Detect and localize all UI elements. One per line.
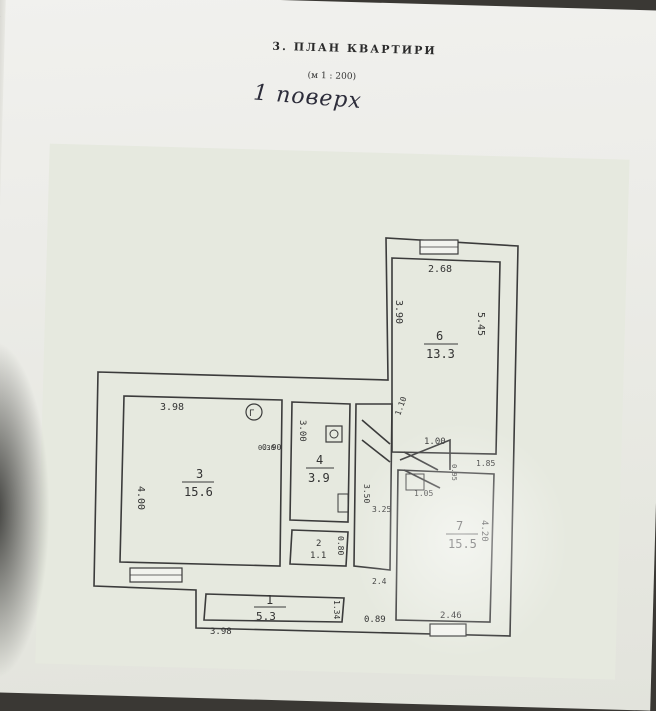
dim-089: 0.89 — [364, 615, 386, 625]
room-number-6: 6 — [436, 329, 443, 343]
dim-095: 0.95 — [450, 464, 458, 481]
stair-lines — [361, 419, 441, 489]
window-lines — [130, 246, 458, 576]
dim-398-top: 3.98 — [160, 402, 184, 413]
dim-400-left: 4.00 — [135, 486, 146, 510]
finger-shadow — [0, 340, 50, 680]
heater-icon — [405, 473, 425, 491]
dim-325: 3.25 — [372, 505, 391, 514]
room-area-7: 15.5 — [448, 537, 477, 551]
room7-wall — [395, 469, 495, 623]
dim-105: 1.05 — [414, 489, 433, 498]
dim-390: 3.90 — [393, 300, 404, 324]
room-area-2: 1.1 — [310, 551, 326, 561]
room-labels: 3 15.6 4 3.9 6 13.3 7 15.5 1 5.3 2 1.1 — [182, 329, 478, 623]
fixture-icon — [337, 493, 349, 513]
window-bottom-right — [429, 623, 467, 637]
dim-545: 5.45 — [475, 312, 486, 336]
room-number-2: 2 — [316, 539, 321, 549]
gas-stove-icon — [245, 403, 263, 421]
dim-080: 0.80 — [336, 536, 345, 555]
room-area-4: 3.9 — [308, 471, 330, 485]
dim-100: 1.00 — [424, 437, 446, 447]
dim-090: 0.90 — [262, 443, 281, 452]
room-area-3: 15.6 — [184, 485, 213, 499]
room-area-1: 5.3 — [256, 610, 276, 623]
room-number-7: 7 — [456, 519, 463, 533]
floor-plan: Г 3 15.6 4 3.9 6 13.3 7 15.5 1 5.3 2 1.1… — [119, 240, 495, 637]
dim-030: 0.30 — [258, 444, 275, 452]
dim-110: 1.10 — [393, 395, 408, 416]
room-number-3: 3 — [196, 467, 203, 481]
room-area-6: 13.3 — [426, 347, 455, 361]
dim-134: 1.34 — [332, 600, 341, 619]
room2-wall — [289, 529, 349, 567]
room4-wall — [289, 401, 351, 523]
gas-marker-label: Г — [249, 409, 254, 419]
sink-icon — [325, 425, 343, 443]
dimension-labels: 3.98 4.00 3.00 3.90 5.45 2.68 1.10 1.00 … — [135, 264, 495, 637]
room1-wall — [203, 593, 345, 623]
drain-icon — [329, 429, 339, 439]
dim-185: 1.85 — [476, 459, 495, 468]
room-number-4: 4 — [316, 453, 323, 467]
dim-246: 2.46 — [440, 611, 462, 621]
room-number-1: 1 — [266, 593, 273, 607]
dim-24: 2.4 — [372, 577, 387, 586]
dim-350: 3.50 — [362, 484, 371, 503]
dim-420: 4.20 — [479, 520, 489, 542]
dim-300: 3.00 — [297, 420, 307, 442]
room3-wall — [119, 395, 283, 567]
dim-398-bottom: 3.98 — [210, 627, 232, 637]
dim-268: 2.68 — [428, 264, 452, 275]
